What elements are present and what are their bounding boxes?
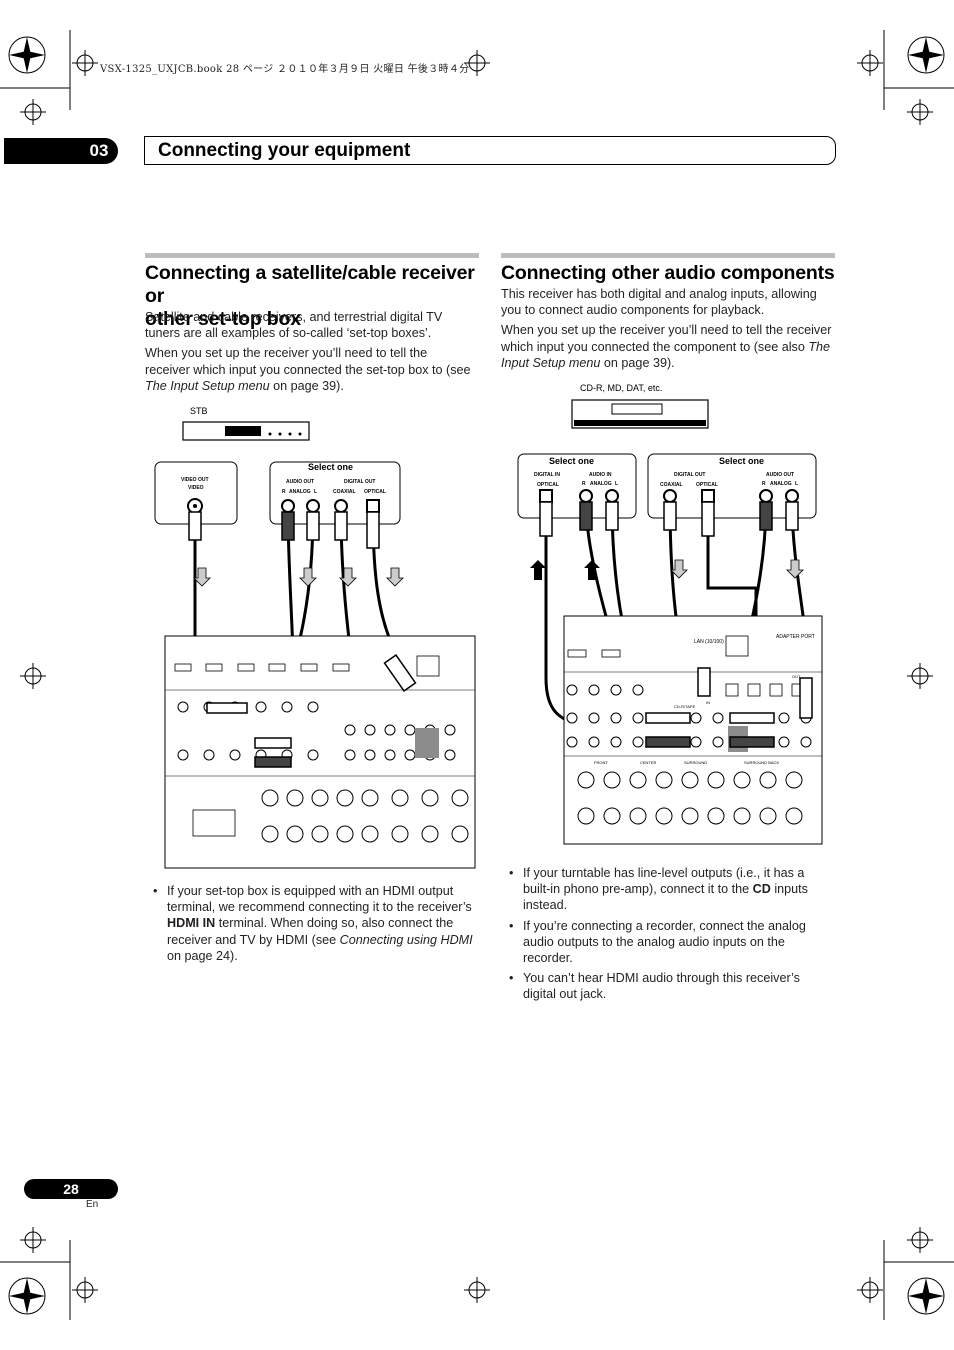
right-section-rule bbox=[501, 253, 835, 258]
svg-text:VIDEO: VIDEO bbox=[188, 485, 204, 491]
svg-text:VIDEO OUT: VIDEO OUT bbox=[181, 477, 209, 483]
svg-text:CENTER: CENTER bbox=[640, 760, 657, 765]
select-one-label-right-1: Select one bbox=[549, 456, 594, 466]
svg-text:AUDIO IN: AUDIO IN bbox=[589, 472, 612, 478]
left-section-rule bbox=[145, 253, 479, 258]
right-paragraph-1: This receiver has both digital and analo… bbox=[501, 287, 817, 318]
svg-text:ANALOG: ANALOG bbox=[770, 481, 792, 487]
left-bullet-list: •If your set-top box is equipped with an… bbox=[145, 883, 477, 964]
svg-text:CD-R/TAPE: CD-R/TAPE bbox=[674, 704, 696, 709]
chapter-number: 03 bbox=[89, 141, 109, 160]
svg-text:SURROUND BACK: SURROUND BACK bbox=[744, 760, 779, 765]
select-one-label-left: Select one bbox=[308, 462, 353, 472]
svg-text:DIGITAL OUT: DIGITAL OUT bbox=[344, 479, 375, 485]
svg-text:SURROUND: SURROUND bbox=[684, 760, 707, 765]
svg-text:COAXIAL: COAXIAL bbox=[333, 489, 356, 495]
svg-text:R: R bbox=[762, 481, 766, 487]
left-heading-line1: Connecting a satellite/cable receiver or bbox=[145, 262, 475, 307]
svg-text:AUDIO OUT: AUDIO OUT bbox=[766, 472, 794, 478]
svg-text:COAXIAL: COAXIAL bbox=[660, 482, 683, 488]
right-section-heading: Connecting other audio components bbox=[501, 262, 835, 284]
audio-component-connection-diagram: CD-R, MD, DAT, etc. Select one DIGITAL I… bbox=[517, 383, 823, 845]
right-paragraph-2: When you set up the receiver you’ll need… bbox=[501, 323, 832, 370]
svg-text:L: L bbox=[615, 481, 618, 487]
right-bullet-list: •If your turntable has line-level output… bbox=[501, 865, 835, 1003]
page-number-badge bbox=[24, 1179, 118, 1199]
svg-text:OPTICAL: OPTICAL bbox=[364, 489, 386, 495]
right-bullet-hdmi-audio: •You can’t hear HDMI audio through this … bbox=[509, 971, 800, 1002]
page-number: 28 bbox=[63, 1181, 79, 1197]
chapter-title: Connecting your equipment bbox=[158, 140, 411, 161]
svg-text:ANALOG: ANALOG bbox=[590, 481, 612, 487]
svg-text:LAN (10/100): LAN (10/100) bbox=[694, 639, 724, 645]
left-intro: Satellite and cable receivers, and terre… bbox=[145, 309, 473, 394]
svg-text:AUDIO OUT: AUDIO OUT bbox=[286, 479, 314, 485]
svg-text:DIGITAL OUT: DIGITAL OUT bbox=[674, 472, 705, 478]
recorder-output-panel bbox=[647, 453, 817, 519]
chapter-badge bbox=[4, 138, 118, 164]
svg-text:R: R bbox=[282, 489, 286, 495]
left-section-heading: Connecting a satellite/cable receiver or… bbox=[145, 262, 485, 331]
page-language: En bbox=[86, 1199, 99, 1210]
left-bullet-hdmi: •If your set-top box is equipped with an… bbox=[153, 884, 473, 963]
right-bullet-recorder: •If you’re connecting a recorder, connec… bbox=[509, 918, 806, 966]
svg-text:OPTICAL: OPTICAL bbox=[696, 482, 718, 488]
svg-text:ANALOG: ANALOG bbox=[289, 489, 311, 495]
chapter-title-box bbox=[144, 136, 836, 165]
right-intro: This receiver has both digital and analo… bbox=[501, 286, 835, 371]
svg-text:ADAPTER PORT: ADAPTER PORT bbox=[776, 634, 815, 640]
svg-text:L: L bbox=[795, 481, 798, 487]
svg-text:FRONT: FRONT bbox=[594, 760, 608, 765]
svg-text:DIGITAL IN: DIGITAL IN bbox=[534, 472, 560, 478]
left-paragraph-2: When you set up the receiver you’ll need… bbox=[145, 346, 471, 393]
svg-text:IN: IN bbox=[706, 700, 710, 705]
right-bullet-turntable: •If your turntable has line-level output… bbox=[509, 866, 808, 913]
svg-text:OPTICAL: OPTICAL bbox=[537, 482, 559, 488]
svg-text:OUT: OUT bbox=[792, 674, 801, 679]
audio-device-label: CD-R, MD, DAT, etc. bbox=[580, 383, 662, 393]
stb-label: STB bbox=[190, 406, 208, 416]
svg-text:R: R bbox=[582, 481, 586, 487]
print-header: VSX-1325_UXJCB.book 28 ページ ２０１０年３月９日 火曜日… bbox=[100, 64, 470, 75]
left-heading-line2: other set-top box bbox=[145, 308, 301, 330]
stb-connection-diagram: STB VIDEO OUT VIDEO Select one AUDIO OUT… bbox=[154, 406, 476, 869]
select-one-label-right-2: Select one bbox=[719, 456, 764, 466]
left-paragraph-1: Satellite and cable receivers, and terre… bbox=[145, 310, 443, 341]
svg-text:L: L bbox=[314, 489, 317, 495]
